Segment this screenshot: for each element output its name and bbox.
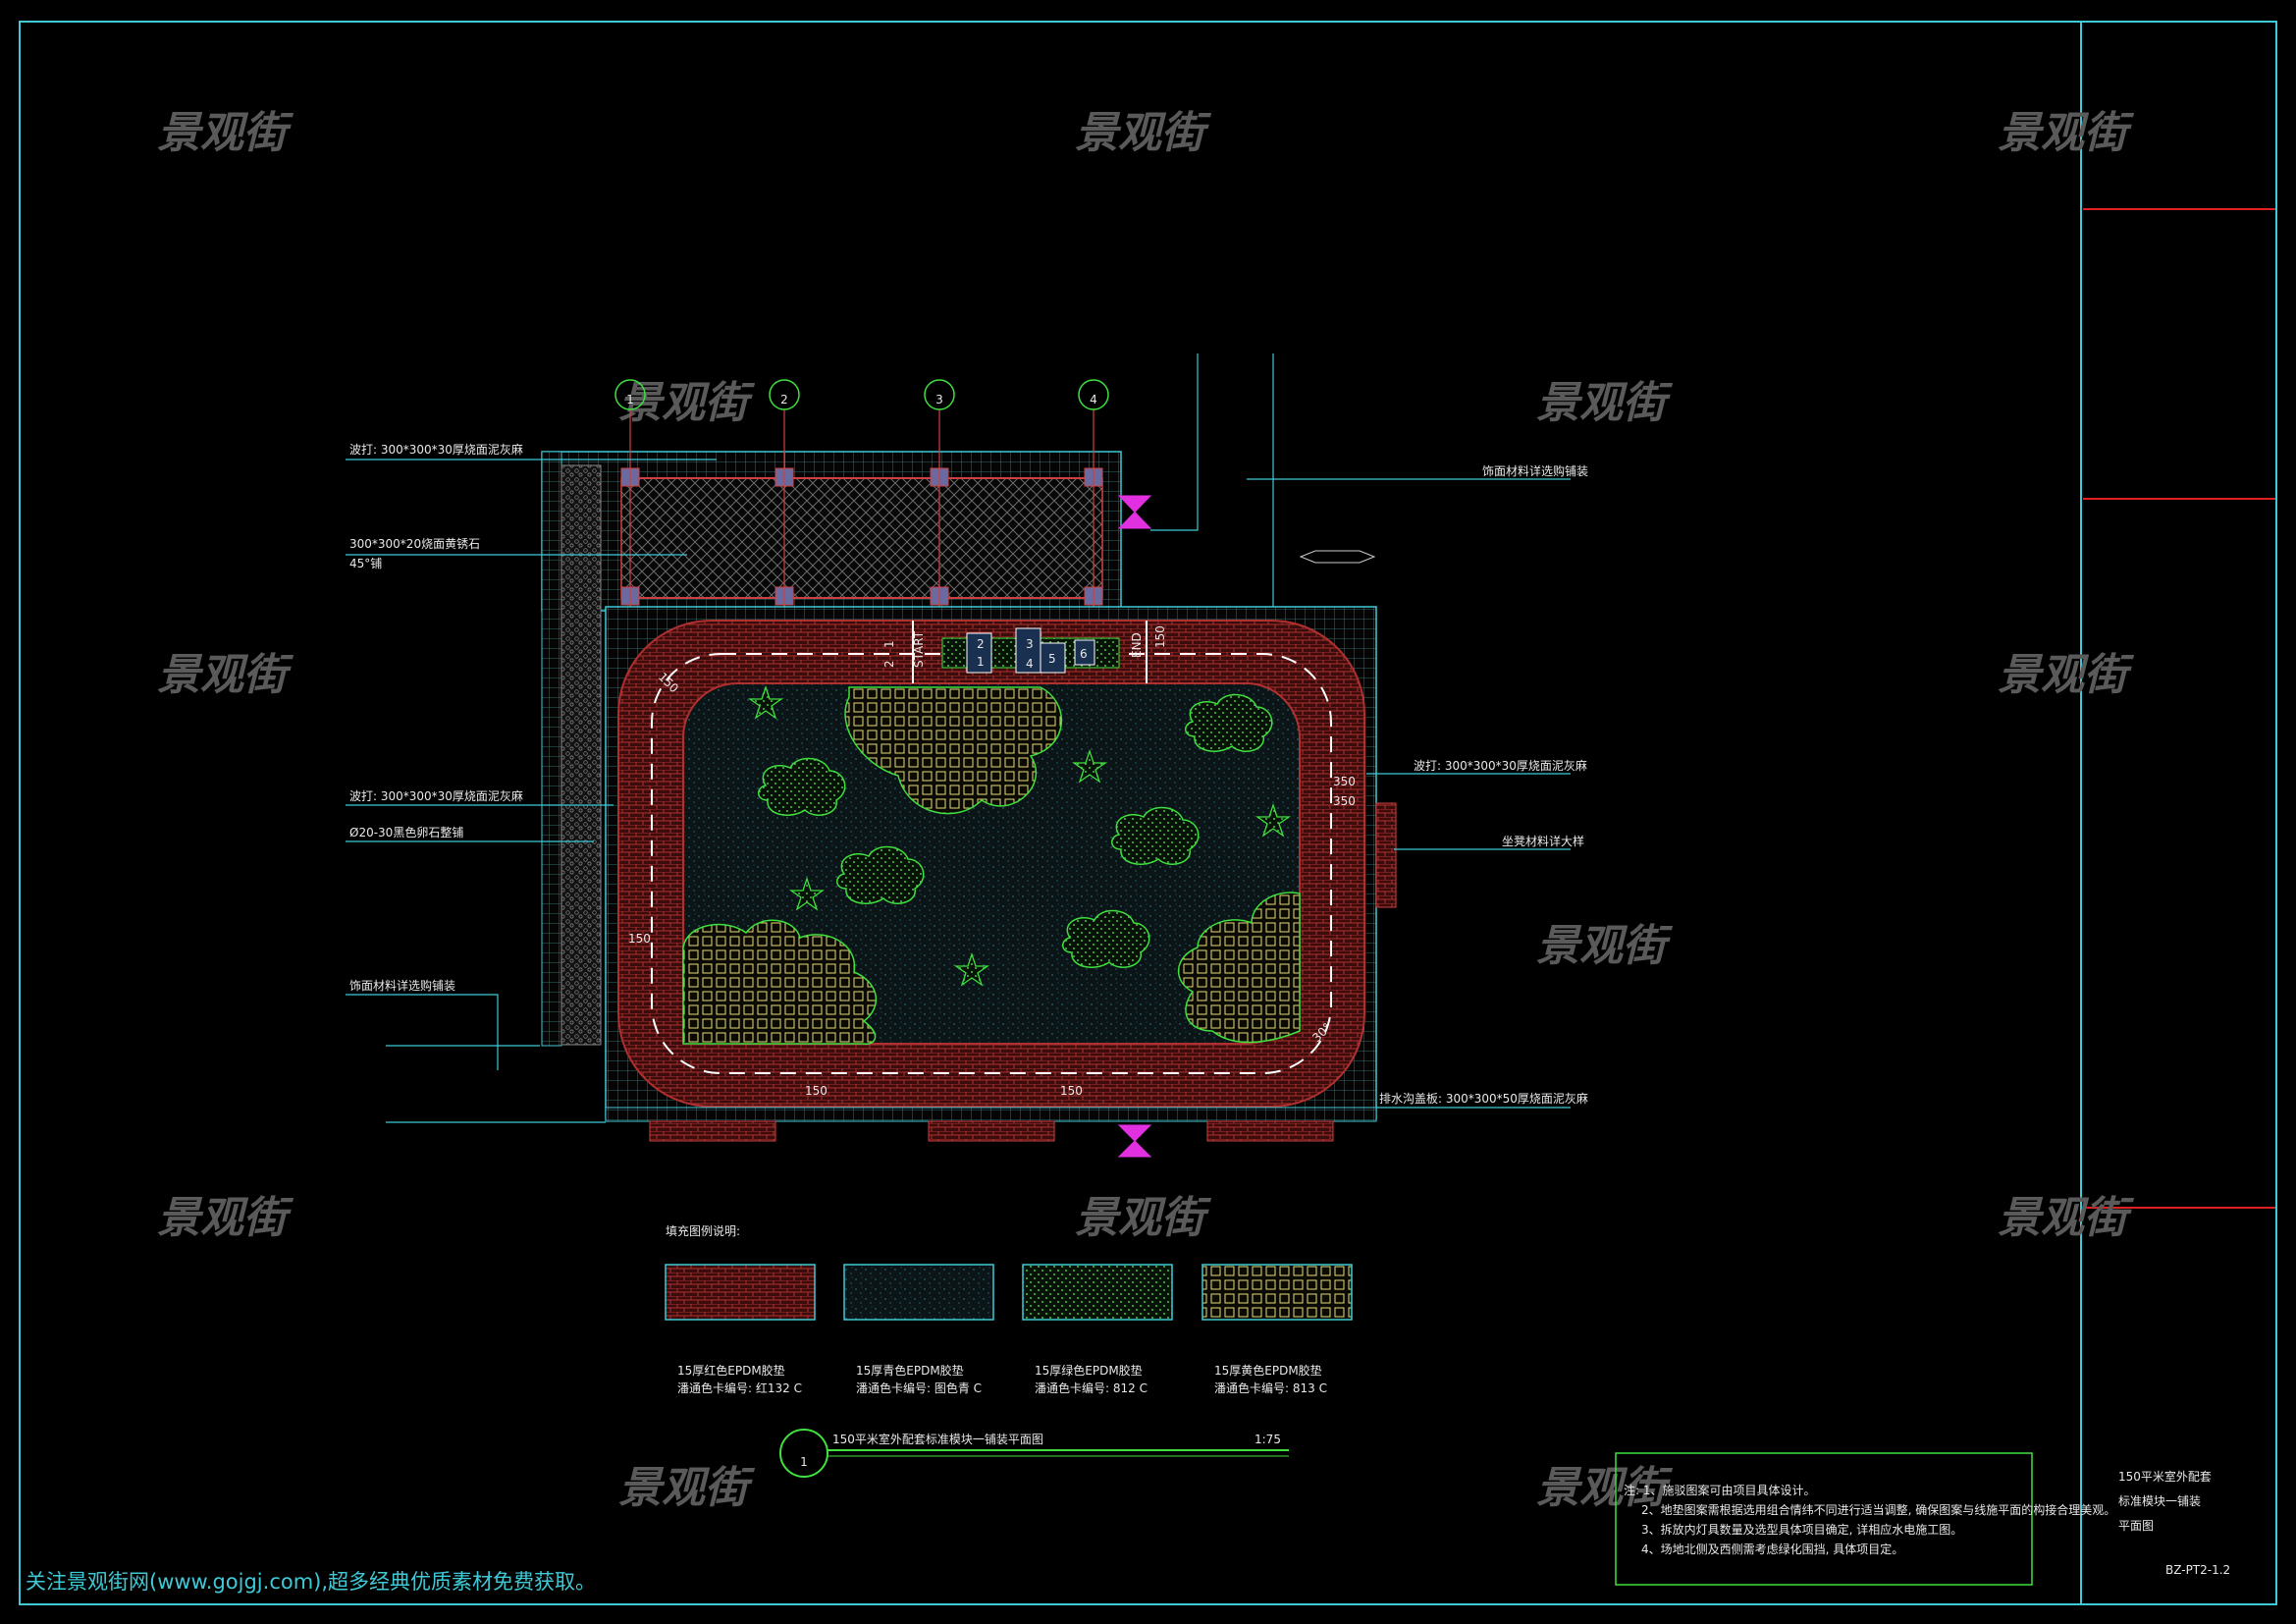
svg-text:4、场地北侧及西侧需考虑绿化围挡, 具体项目定。: 4、场地北侧及西侧需考虑绿化围挡, 具体项目定。 — [1641, 1542, 1903, 1556]
svg-text:15厚青色EPDM胶垫: 15厚青色EPDM胶垫 — [856, 1363, 964, 1378]
callout-labels: 波打: 300*300*30厚烧面泥灰麻 300*300*20烧面黄锈石 45°… — [349, 442, 1588, 1106]
pavilion-area — [541, 409, 1122, 612]
svg-text:300*300*20烧面黄锈石: 300*300*20烧面黄锈石 — [349, 537, 480, 551]
svg-text:START: START — [912, 630, 926, 668]
svg-text:3: 3 — [935, 393, 943, 406]
star-marks — [747, 684, 1292, 987]
svg-text:5: 5 — [1048, 652, 1056, 666]
svg-text:BZ-PT2-1.2: BZ-PT2-1.2 — [2165, 1563, 2230, 1577]
legend-swatch-green — [1022, 1264, 1173, 1321]
svg-text:平面图: 平面图 — [2118, 1519, 2154, 1533]
svg-text:波打: 300*300*30厚烧面泥灰麻: 波打: 300*300*30厚烧面泥灰麻 — [1414, 758, 1587, 773]
pebble-strip — [561, 464, 602, 1046]
svg-text:2: 2 — [882, 660, 896, 668]
drainage-and-benches — [605, 495, 1397, 1158]
svg-text:景观街: 景观街 — [618, 1463, 756, 1513]
notes-box: 注: 1、施驳图案可由项目具体设计。 2、地垫图案需根据选用组合情纬不同进行适当… — [1615, 1452, 2115, 1586]
track-markings: 1 2 START END 150 150 350 30° 150 150 15… — [628, 621, 1356, 1098]
drawing-title: 1 150平米室外配套标准模块一铺装平面图 1:75 — [779, 1429, 1289, 1478]
svg-text:150: 150 — [805, 1084, 828, 1098]
svg-text:填充图例说明:: 填充图例说明: — [666, 1223, 740, 1238]
svg-text:Ø20-30黑色卵石整铺: Ø20-30黑色卵石整铺 — [349, 825, 463, 839]
svg-text:饰面材料详选购铺装: 饰面材料详选购铺装 — [1482, 463, 1588, 478]
svg-text:景观街: 景观街 — [1536, 378, 1674, 428]
left-tile-border — [541, 451, 562, 1047]
svg-text:1: 1 — [626, 393, 634, 406]
svg-text:景观街: 景观街 — [1075, 108, 1212, 158]
svg-text:3、拆放内灯具数量及选型具体项目确定, 详相应水电施工图。: 3、拆放内灯具数量及选型具体项目确定, 详相应水电施工图。 — [1641, 1522, 1962, 1537]
svg-text:150平米室外配套标准模块一铺装平面图: 150平米室外配套标准模块一铺装平面图 — [832, 1432, 1043, 1446]
svg-text:150: 150 — [628, 932, 651, 946]
svg-text:6: 6 — [1080, 647, 1088, 661]
svg-text:150: 150 — [1153, 625, 1167, 648]
svg-text:景观街: 景观街 — [1998, 108, 2135, 158]
svg-text:1: 1 — [977, 655, 985, 669]
svg-text:波打: 300*300*30厚烧面泥灰麻: 波打: 300*300*30厚烧面泥灰麻 — [349, 442, 523, 457]
svg-text:END: END — [1130, 632, 1144, 658]
svg-text:饰面材料详选购铺装: 饰面材料详选购铺装 — [349, 978, 455, 993]
svg-text:景观街: 景观街 — [157, 108, 294, 158]
svg-text:景观街: 景观街 — [157, 650, 294, 700]
svg-text:排水沟盖板: 300*300*50厚烧面泥灰麻: 排水沟盖板: 300*300*50厚烧面泥灰麻 — [1379, 1091, 1588, 1106]
footer-text: 关注景观街网(www.gojgj.com),超多经典优质素材免费获取。 — [26, 1570, 596, 1594]
svg-text:350: 350 — [1333, 794, 1356, 808]
green-dot-clouds — [758, 693, 1273, 968]
title-block: 150平米室外配套 标准模块一铺装 平面图 BZ-PT2-1.2 — [2118, 1469, 2230, 1577]
svg-text:景观街: 景观街 — [1998, 650, 2135, 700]
svg-text:45°铺: 45°铺 — [349, 557, 382, 570]
outer-frame — [19, 21, 2277, 1605]
svg-text:4: 4 — [1090, 393, 1097, 406]
svg-text:350: 350 — [1333, 775, 1356, 788]
svg-text:1: 1 — [800, 1455, 808, 1469]
yellow-grid-clouds — [682, 686, 1301, 1045]
hopscotch-grid: 1 2 3 4 5 6 — [941, 627, 1120, 674]
svg-text:注: 1、施驳图案可由项目具体设计。: 注: 1、施驳图案可由项目具体设计。 — [1624, 1483, 1816, 1497]
svg-text:坐凳材料详大样: 坐凳材料详大样 — [1502, 834, 1584, 848]
legend-swatch-dark — [843, 1264, 994, 1321]
svg-text:4: 4 — [1026, 657, 1034, 671]
svg-text:景观街: 景观街 — [618, 378, 756, 428]
svg-text:景观街: 景观街 — [157, 1193, 294, 1243]
fill-legend: 填充图例说明: 15厚红色EPDM胶垫 潘通色卡编号: 红132 C 15厚青色… — [665, 1223, 1353, 1395]
svg-text:潘通色卡编号: 812 C: 潘通色卡编号: 812 C — [1035, 1380, 1148, 1395]
svg-text:景观街: 景观街 — [1998, 1193, 2135, 1243]
svg-text:15厚绿色EPDM胶垫: 15厚绿色EPDM胶垫 — [1035, 1363, 1143, 1378]
svg-text:景观街: 景观街 — [1075, 1193, 1212, 1243]
svg-text:2: 2 — [780, 393, 788, 406]
svg-text:1: 1 — [882, 640, 896, 648]
svg-text:2、地垫图案需根据选用组合情纬不同进行适当调整, 确保图案与: 2、地垫图案需根据选用组合情纬不同进行适当调整, 确保图案与线施平面的构接合理美… — [1641, 1502, 2115, 1517]
svg-text:潘通色卡编号: 红132 C: 潘通色卡编号: 红132 C — [677, 1380, 802, 1395]
svg-text:潘通色卡编号: 813 C: 潘通色卡编号: 813 C — [1214, 1380, 1327, 1395]
svg-text:15厚黄色EPDM胶垫: 15厚黄色EPDM胶垫 — [1214, 1363, 1322, 1378]
svg-text:标准模块一铺装: 标准模块一铺装 — [2118, 1494, 2201, 1508]
svg-text:波打: 300*300*30厚烧面泥灰麻: 波打: 300*300*30厚烧面泥灰麻 — [349, 788, 523, 803]
svg-text:2: 2 — [977, 637, 985, 651]
svg-text:景观街: 景观街 — [1536, 1463, 1674, 1513]
svg-text:150平米室外配套: 150平米室外配套 — [2118, 1469, 2212, 1484]
legend-swatch-red — [665, 1264, 816, 1321]
svg-text:15厚红色EPDM胶垫: 15厚红色EPDM胶垫 — [677, 1363, 785, 1378]
svg-text:150: 150 — [1060, 1084, 1083, 1098]
svg-text:潘通色卡编号: 图色青 C: 潘通色卡编号: 图色青 C — [856, 1380, 982, 1395]
legend-swatch-yellow — [1201, 1264, 1353, 1321]
svg-text:景观街: 景观街 — [1536, 921, 1674, 971]
svg-text:3: 3 — [1026, 637, 1034, 651]
svg-text:1:75: 1:75 — [1255, 1433, 1281, 1446]
leader-lines — [346, 353, 1571, 1123]
